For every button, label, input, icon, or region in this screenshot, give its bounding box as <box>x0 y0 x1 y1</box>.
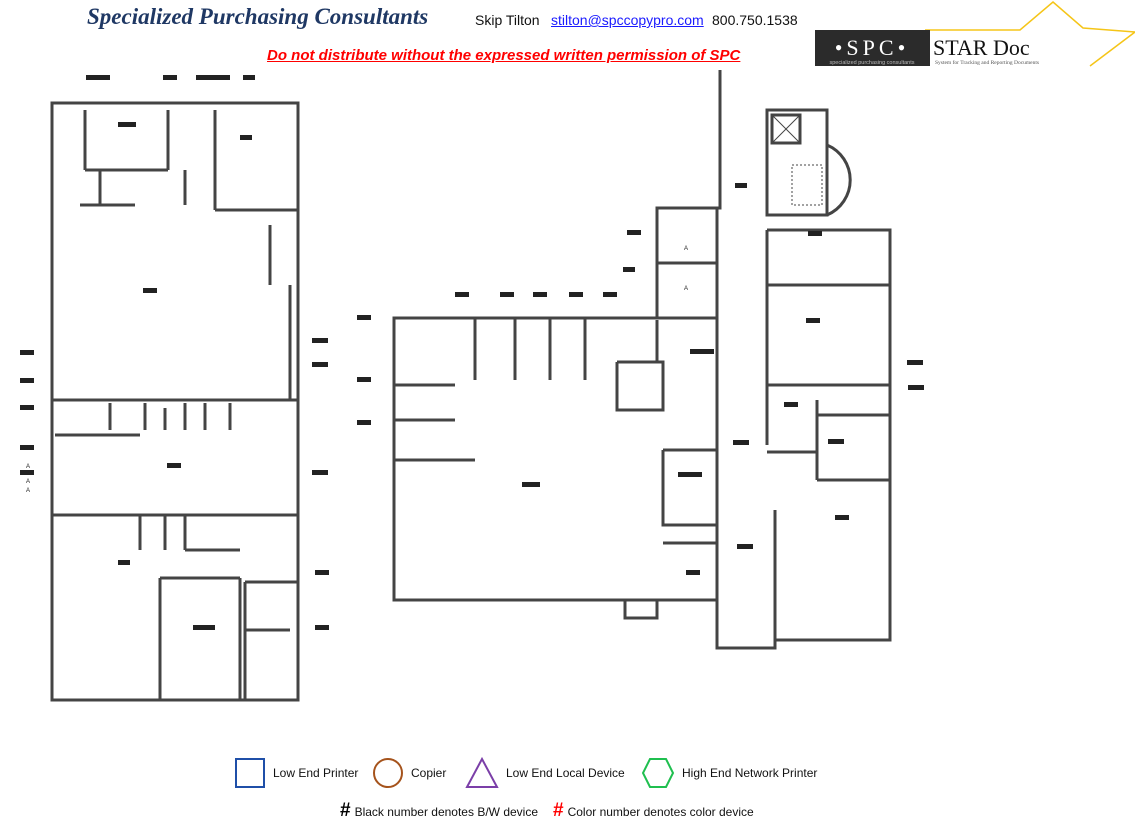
right-building-walls <box>392 70 892 650</box>
legend-bw-note: #Black number denotes B/W device <box>340 800 538 822</box>
distribution-warning: Do not distribute without the expressed … <box>267 47 741 64</box>
marker-a: A <box>26 464 30 470</box>
black-hash-icon: # <box>340 800 351 821</box>
floor-plan: A A A A A <box>20 70 924 702</box>
legend-label: Copier <box>411 766 447 780</box>
email-link[interactable]: stilton@spccopypro.com <box>551 12 704 28</box>
legend-low-end-printer: Low End Printer <box>234 757 358 789</box>
square-icon <box>235 758 265 788</box>
room-labels <box>20 75 924 630</box>
svg-text:specialized purchasing consult: specialized purchasing consultants <box>830 60 915 66</box>
svg-text:System for Tracking and Report: System for Tracking and Reporting Docume… <box>935 59 1039 66</box>
triangle-icon <box>465 757 499 788</box>
legend-copier: Copier <box>372 757 446 789</box>
legend-high-end-network-printer: High End Network Printer <box>641 757 817 789</box>
red-hash-icon: # <box>553 800 564 821</box>
phone-number: 800.750.1538 <box>712 12 798 28</box>
spc-star-doc-logo: •SPC• specialized purchasing consultants… <box>815 1 1135 67</box>
hexagon-icon <box>641 758 675 788</box>
marker-a: A <box>684 286 688 292</box>
legend-label: Low End Printer <box>273 766 359 780</box>
svg-text:•SPC•: •SPC• <box>835 35 910 60</box>
company-title: Specialized Purchasing Consultants <box>87 4 429 29</box>
device-markers: A A A A A <box>26 246 688 494</box>
note-label: Color number denotes color device <box>567 805 754 819</box>
circle-icon <box>373 758 403 788</box>
left-building-walls <box>50 101 300 702</box>
note-label: Black number denotes B/W device <box>354 805 538 819</box>
marker-a: A <box>26 488 30 494</box>
legend-color-note: #Color number denotes color device <box>553 800 754 822</box>
legend-low-end-local-device: Low End Local Device <box>465 757 625 789</box>
legend-label: Low End Local Device <box>506 766 625 780</box>
contact-name: Skip Tilton <box>475 12 540 28</box>
svg-text:STAR Doc: STAR Doc <box>933 35 1030 60</box>
marker-a: A <box>684 246 688 252</box>
legend-label: High End Network Printer <box>682 766 818 780</box>
marker-a: A <box>26 479 30 485</box>
